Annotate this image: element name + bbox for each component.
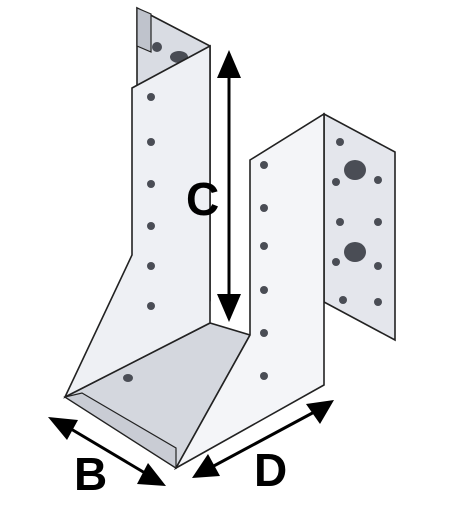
right-flange-slot: [344, 242, 366, 262]
front-wall-hole: [260, 242, 268, 250]
dimension-b-line: [65, 424, 151, 478]
left-wall-hole: [147, 180, 155, 188]
right-flange-hole: [339, 296, 347, 304]
front-wall: [63, 112, 325, 471]
front-wall-hole: [260, 161, 268, 169]
back-flange-hole: [152, 42, 162, 52]
dimension-b-arrowhead-left: [48, 417, 78, 440]
right-flange-hole: [332, 258, 340, 266]
right-flange-hole: [374, 218, 382, 226]
dimension-b: B: [48, 417, 166, 500]
left-wall-hole: [147, 262, 155, 270]
dimension-c: C: [186, 50, 241, 322]
left-wall-plate: [63, 44, 211, 399]
dimension-d-arrowhead-right: [306, 400, 334, 424]
right-flange-hole: [332, 178, 340, 186]
dimension-b-label: B: [74, 448, 107, 500]
front-wall-hole: [260, 329, 268, 337]
right-flange-hole: [336, 138, 344, 146]
right-flange-hole: [374, 262, 382, 270]
front-wall-base: [63, 392, 177, 470]
right-flange-plate: [323, 112, 396, 342]
left-wall: [63, 44, 211, 399]
dimension-d: D: [192, 400, 334, 496]
dimension-d-arrowhead-left: [192, 454, 220, 478]
dimension-d-line: [209, 408, 319, 470]
front-wall-hole: [260, 204, 268, 212]
front-wall-hole: [260, 286, 268, 294]
left-wall-hole: [147, 302, 155, 310]
seat-hole: [123, 374, 133, 382]
right-flange-hole: [374, 298, 382, 306]
dimension-c-label: C: [186, 173, 219, 225]
right-flange: [323, 112, 396, 342]
left-wall-hole: [147, 222, 155, 230]
front-wall-hole: [260, 372, 268, 380]
left-wall-hole: [147, 93, 155, 101]
front-wall-plate: [173, 112, 325, 471]
dimension-c-arrowhead-top: [217, 50, 241, 78]
right-flange-hole: [336, 218, 344, 226]
back-flange-fold: [136, 7, 152, 53]
dimension-d-label: D: [254, 444, 287, 496]
right-flange-slot: [344, 160, 366, 180]
dimension-b-arrowhead-right: [137, 463, 166, 486]
dimension-c-arrowhead-bottom: [217, 294, 241, 322]
right-flange-hole: [374, 176, 382, 184]
left-wall-hole: [147, 138, 155, 146]
